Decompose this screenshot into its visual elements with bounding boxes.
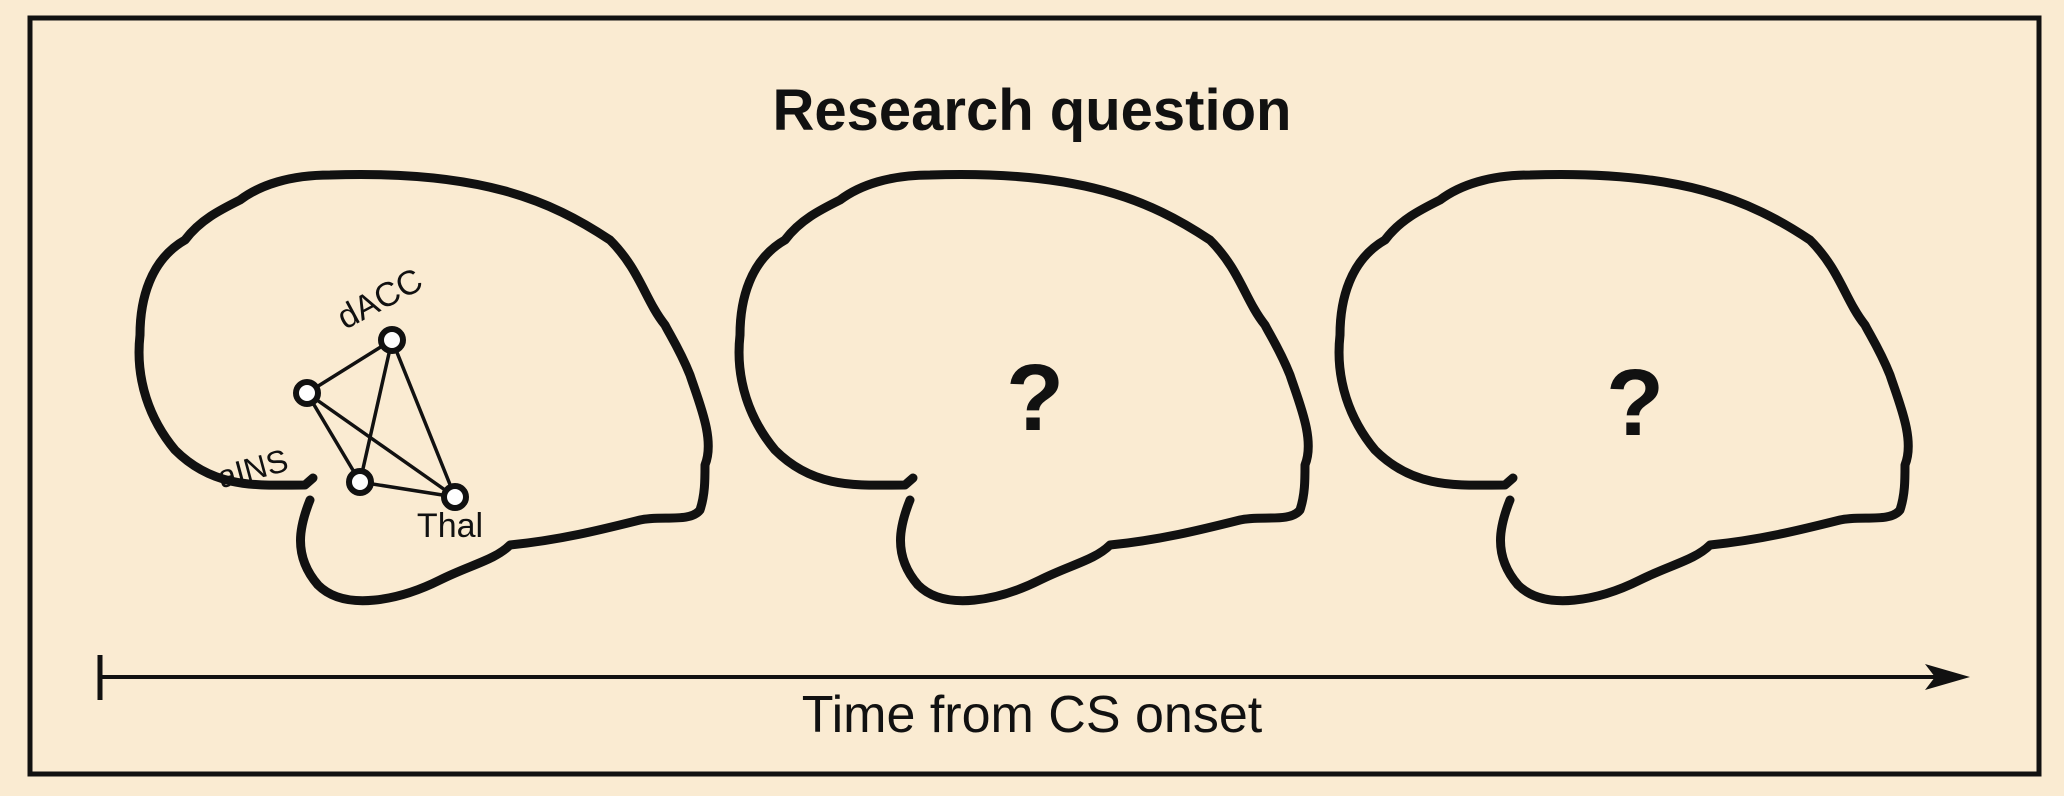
network-edge-mid-Thal [359, 480, 456, 499]
axis-arrowhead [1925, 664, 1970, 690]
brain-panel-2: ? [739, 174, 1308, 600]
unknown-marker: ? [1006, 345, 1064, 451]
network-edge-dACC-aINS [306, 338, 393, 395]
time-axis: Time from CS onset [97, 655, 1970, 744]
axis-label: Time from CS onset [802, 686, 1263, 744]
figure-frame [27, 15, 2042, 777]
network-edge-aINS-Thal [305, 391, 457, 499]
network-node-mid [346, 468, 374, 496]
region-label-dacc: dACC [331, 261, 429, 337]
network-node-thal [441, 483, 469, 511]
region-label-thal: Thal [417, 507, 483, 545]
network-edge-aINS-mid [305, 392, 362, 483]
unknown-marker: ? [1606, 350, 1664, 456]
network-node-ains [293, 379, 321, 407]
network-edge-dACC-mid [358, 339, 394, 483]
brain-panel-3: ? [1339, 174, 1908, 600]
figure-title: Research question [773, 78, 1292, 143]
network-node-dacc [378, 326, 406, 354]
network-edge-dACC-Thal [390, 339, 457, 498]
